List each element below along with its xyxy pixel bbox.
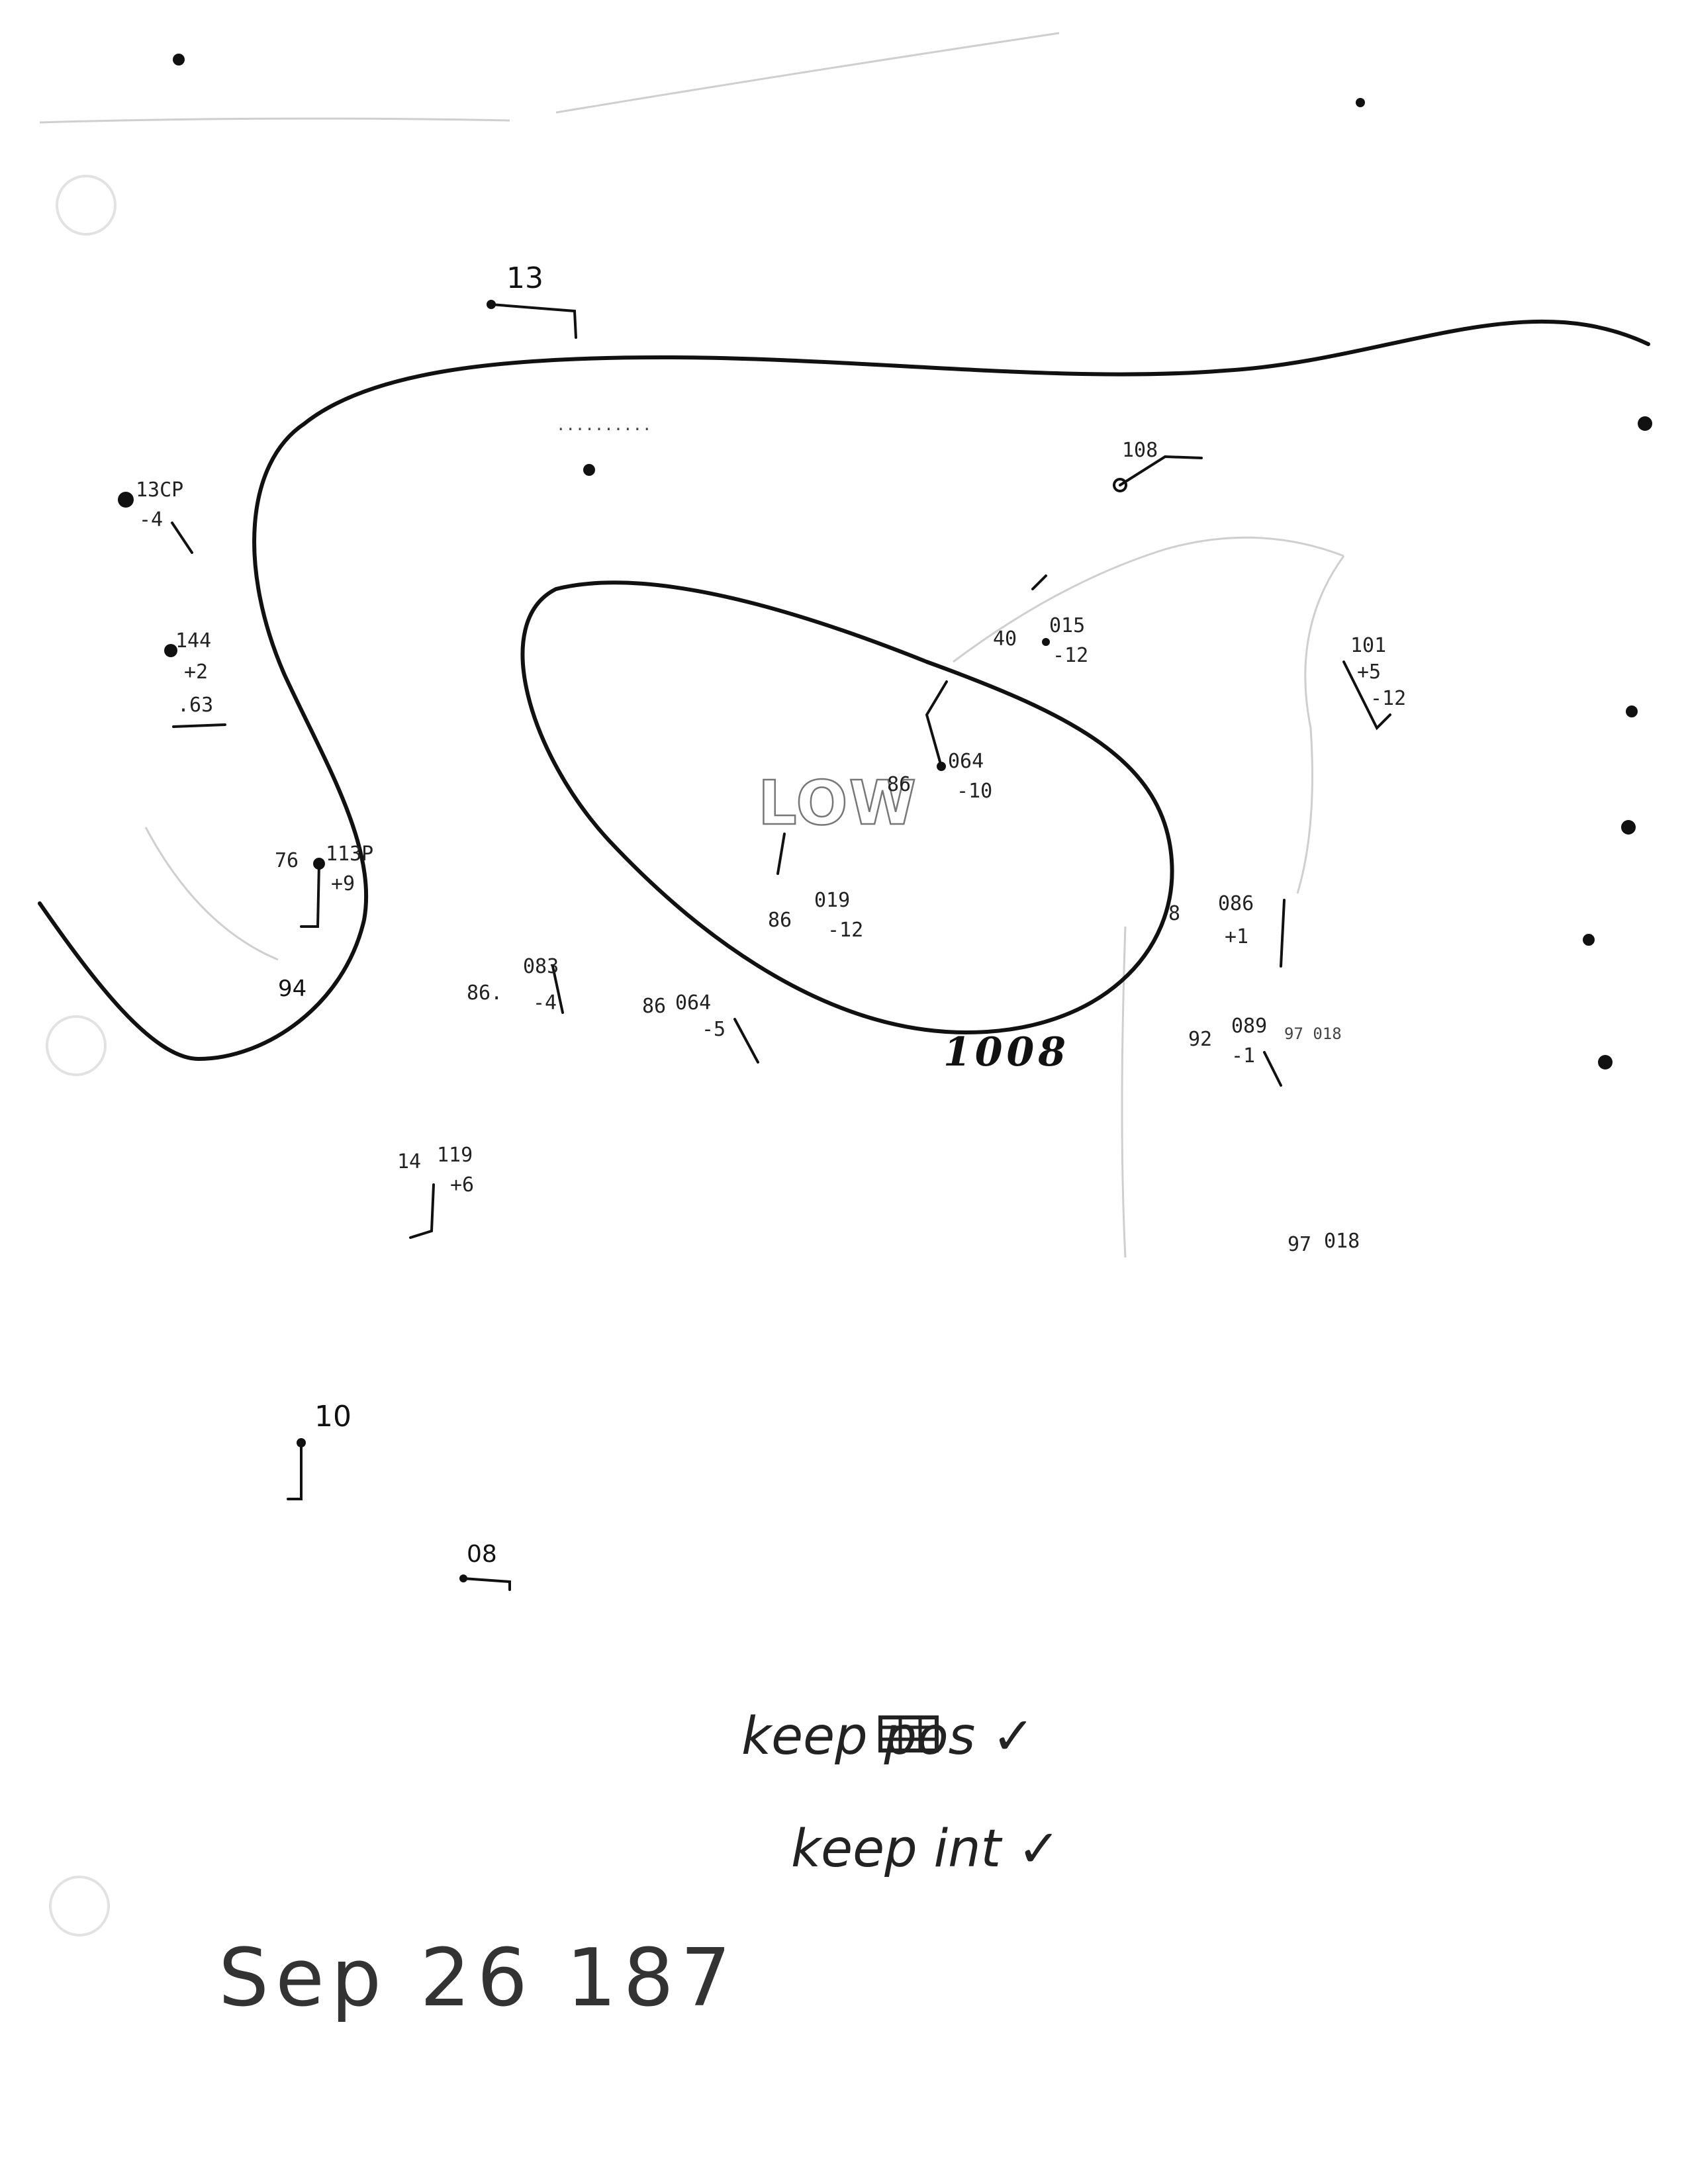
wind-label-13: 13 bbox=[506, 261, 543, 295]
svg-text:-4: -4 bbox=[533, 991, 557, 1015]
wind-label-10: 10 bbox=[314, 1400, 352, 1433]
svg-text:86.: 86. bbox=[467, 981, 502, 1005]
svg-text:97: 97 bbox=[1288, 1233, 1311, 1256]
svg-text:97 018: 97 018 bbox=[1284, 1024, 1342, 1043]
wind-barb bbox=[462, 1577, 511, 1591]
binder-hole-middle bbox=[46, 1015, 107, 1076]
wind-barb bbox=[490, 303, 577, 339]
boundary-line bbox=[144, 827, 279, 961]
boundary-line bbox=[953, 536, 1344, 663]
station-dot bbox=[1626, 705, 1638, 717]
svg-text:113P: 113P bbox=[326, 842, 373, 866]
station-plot: 13CP -4 bbox=[118, 478, 193, 554]
station-plot: 92 089 -1 97 018 bbox=[1188, 1015, 1342, 1087]
note-keep-intensity: keep int ✓ bbox=[791, 1819, 1060, 1879]
svg-text:86: 86 bbox=[642, 995, 666, 1018]
svg-text:-5: -5 bbox=[702, 1018, 726, 1041]
binder-hole-bottom bbox=[49, 1876, 110, 1936]
station-dot bbox=[1638, 416, 1652, 431]
svg-text:94: 94 bbox=[278, 976, 306, 1002]
inner-isobar-1008 bbox=[520, 580, 1174, 1035]
svg-text:92: 92 bbox=[1188, 1028, 1212, 1051]
svg-text:-4: -4 bbox=[139, 508, 163, 531]
svg-text:064: 064 bbox=[948, 750, 984, 773]
svg-text:86: 86 bbox=[768, 909, 792, 932]
svg-text:015: 015 bbox=[1049, 614, 1085, 637]
station-plot: 108 bbox=[1031, 439, 1203, 590]
svg-text:+1: +1 bbox=[1225, 925, 1248, 948]
boundary-line bbox=[1296, 555, 1345, 894]
map-date: Sep 26 187 bbox=[218, 1933, 737, 2025]
binder-hole-top bbox=[56, 175, 117, 236]
station-plot: 86 064 -10 bbox=[887, 680, 992, 803]
svg-text:+6: +6 bbox=[450, 1173, 474, 1197]
station-plot: 86. 083 -4 bbox=[467, 955, 564, 1015]
station-plot: 76 113P +9 94 bbox=[275, 842, 373, 1002]
scribble bbox=[878, 1715, 939, 1752]
wind-label-08: 08 bbox=[467, 1541, 497, 1568]
station-dot bbox=[1621, 820, 1636, 835]
svg-text:+5: +5 bbox=[1357, 660, 1381, 684]
svg-text:76: 76 bbox=[275, 849, 299, 872]
svg-text:+9: +9 bbox=[331, 872, 355, 895]
station-dot bbox=[1583, 934, 1595, 946]
station-plot: 8 086 +1 bbox=[1168, 892, 1286, 968]
svg-text:13CP: 13CP bbox=[136, 478, 183, 502]
svg-text:083: 083 bbox=[523, 955, 559, 978]
svg-text:086: 086 bbox=[1218, 892, 1254, 915]
svg-text:-12: -12 bbox=[827, 919, 863, 942]
wind-barb bbox=[287, 1441, 303, 1500]
svg-text:089: 089 bbox=[1231, 1015, 1267, 1038]
svg-text:119: 119 bbox=[437, 1144, 473, 1167]
svg-text:8: 8 bbox=[1168, 902, 1180, 925]
svg-text:-12: -12 bbox=[1370, 687, 1406, 710]
station-plot: 144 +2 .63 bbox=[164, 629, 226, 728]
svg-text:.63: .63 bbox=[177, 694, 213, 717]
map-border-arc-left bbox=[39, 117, 510, 124]
outer-isobar bbox=[38, 320, 1650, 1062]
low-pressure-label: LOW bbox=[758, 768, 917, 839]
svg-text:-12: -12 bbox=[1053, 644, 1088, 667]
svg-text:14: 14 bbox=[397, 1150, 421, 1173]
isobar-value-label: 1008 bbox=[943, 1029, 1070, 1075]
station-plot: 14 119 +6 bbox=[397, 1144, 474, 1239]
map-border-arc-right bbox=[555, 32, 1060, 114]
scribble-lines bbox=[880, 1717, 937, 1751]
svg-text:144: 144 bbox=[175, 629, 211, 653]
svg-text:+2: +2 bbox=[184, 660, 208, 684]
station-dot bbox=[1356, 98, 1365, 107]
svg-text:064: 064 bbox=[675, 991, 711, 1015]
svg-text:-10: -10 bbox=[957, 780, 992, 803]
svg-text:86: 86 bbox=[887, 773, 911, 796]
station-plot: 86 064 -5 bbox=[642, 991, 759, 1064]
svg-text:40: 40 bbox=[993, 627, 1017, 651]
svg-text:108: 108 bbox=[1122, 439, 1158, 462]
svg-text:101: 101 bbox=[1350, 634, 1386, 657]
station-dot bbox=[173, 54, 185, 66]
station-plot: .......... bbox=[556, 416, 652, 476]
svg-text:-1: -1 bbox=[1231, 1044, 1255, 1068]
station-dot bbox=[1598, 1055, 1613, 1069]
svg-text:019: 019 bbox=[814, 889, 850, 912]
station-plot: 97 018 bbox=[1288, 1230, 1360, 1256]
station-plot: 40 015 -12 bbox=[993, 614, 1088, 667]
station-plot: 101 +5 -12 bbox=[1342, 634, 1406, 731]
station-plot: 86 019 -12 bbox=[768, 833, 863, 942]
svg-text:018: 018 bbox=[1324, 1230, 1360, 1253]
svg-text:..........: .......... bbox=[556, 416, 652, 434]
